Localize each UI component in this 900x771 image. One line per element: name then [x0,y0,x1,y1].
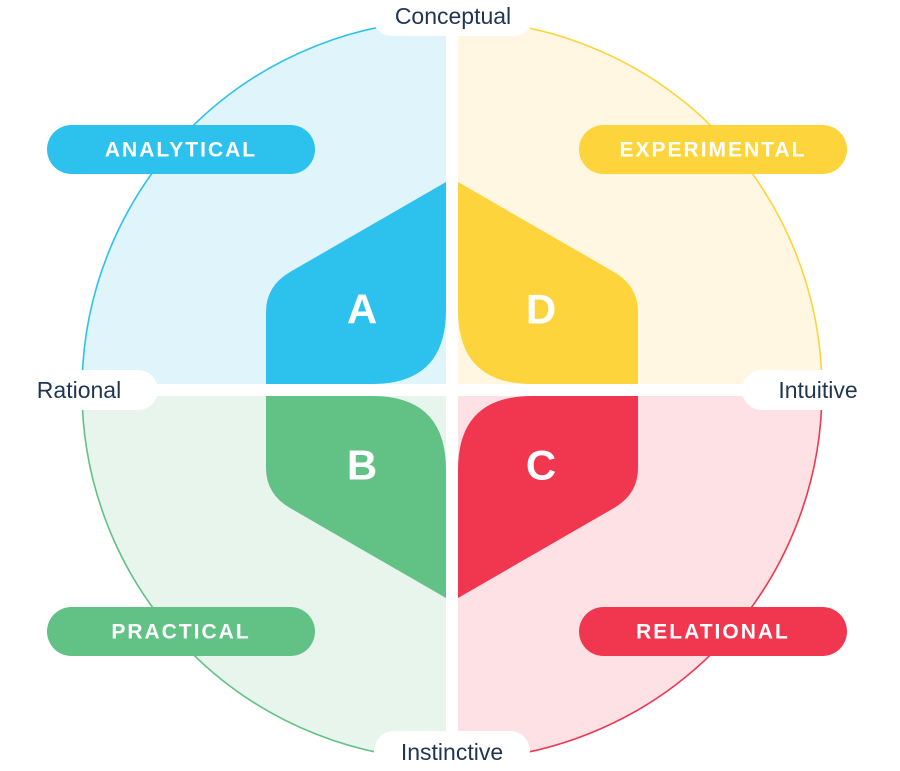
axis-label-top: Conceptual [372,0,534,36]
petal-b [266,396,446,598]
pill-bg-relational [579,607,847,656]
pill-bg-experimental [579,125,847,174]
axis-label-right: Intuitive [742,370,900,410]
axis-label-bottom: Instinctive [374,731,530,771]
pill-text-experimental: EXPERIMENTAL [620,139,807,162]
label-pill-relational: RELATIONAL [579,607,847,656]
pill-bg-analytical [47,125,315,174]
axis-capsule-right [742,370,900,410]
axis-text-left: Rational [37,377,121,403]
petal-letter-b: B [347,442,377,489]
horizontal-divider [60,384,844,396]
petal-d [458,182,638,384]
petal-c [458,396,638,598]
pill-text-analytical: ANALYTICAL [105,139,257,162]
petal-letter-c: C [526,442,556,489]
pill-bg-practical [47,607,315,656]
petal-letter-d: D [526,286,556,333]
axis-capsule-top [372,0,534,36]
label-pill-experimental: EXPERIMENTAL [579,125,847,174]
axis-capsule-bottom [374,731,530,771]
axis-capsule-left [0,370,158,410]
axis-label-left: Rational [0,370,158,410]
petal-letter-a: A [347,286,377,333]
petal-a [266,182,446,384]
label-pill-practical: PRACTICAL [47,607,315,656]
axis-text-top: Conceptual [395,3,511,29]
label-pill-analytical: ANALYTICAL [47,125,315,174]
pill-text-relational: RELATIONAL [636,621,790,644]
axis-text-bottom: Instinctive [401,739,503,765]
pill-text-practical: PRACTICAL [111,621,250,644]
axis-text-right: Intuitive [778,377,857,403]
